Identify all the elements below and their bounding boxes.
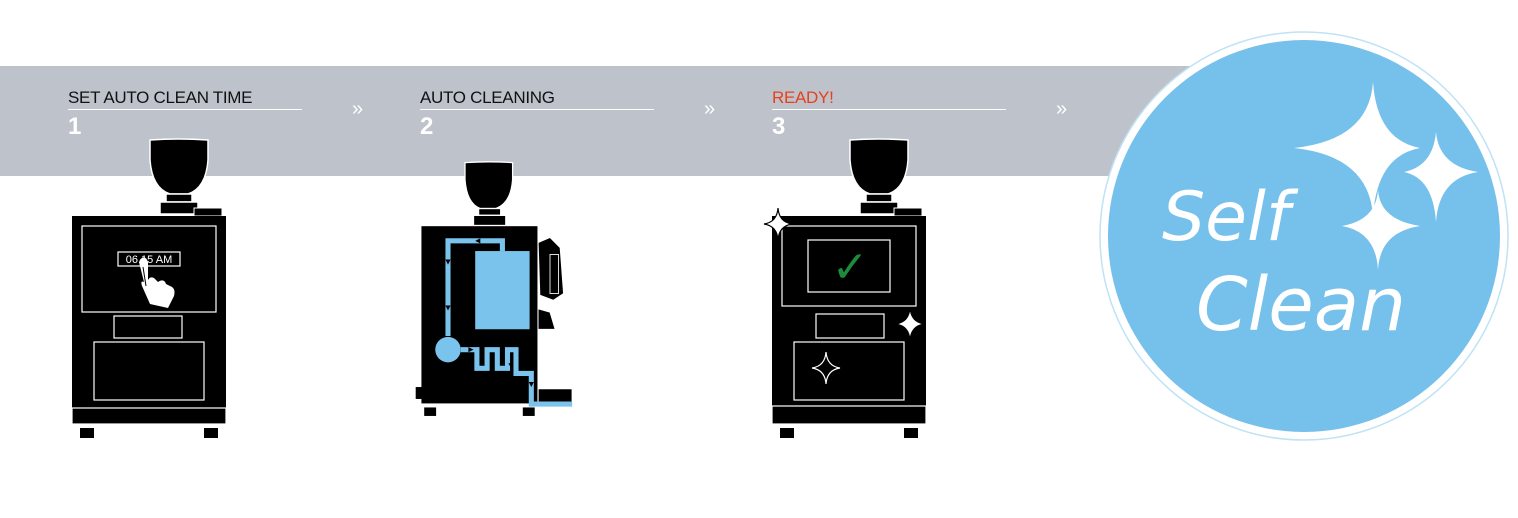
step-1: SET AUTO CLEAN TIME 1 (68, 88, 302, 140)
sparkle-icon (811, 351, 841, 385)
machine-side-cleaning (415, 161, 573, 416)
step-3-divider (772, 109, 1006, 110)
hand-pointer-icon (139, 257, 175, 308)
step-1-label: SET AUTO CLEAN TIME (68, 88, 253, 107)
machine-front-set-time: 06.15 AM (71, 138, 227, 438)
step-3-label: READY! (772, 88, 834, 107)
step-3: READY! 3 (772, 88, 1006, 140)
machine-front-ready: ✓ (763, 138, 927, 438)
check-icon: ✓ (832, 242, 869, 293)
sparkle-icon (1294, 82, 1478, 270)
step-2-number: 2 (420, 113, 434, 140)
step-2: AUTO CLEANING 2 (420, 88, 654, 140)
chevron-right-icon: » (704, 98, 715, 120)
step-3-number: 3 (772, 113, 786, 140)
step-2-label: AUTO CLEANING (420, 88, 555, 107)
sparkle-icon (763, 207, 793, 241)
badge-clean-text: Clean (1196, 262, 1407, 348)
step-1-divider (68, 109, 302, 110)
step-1-number: 1 (68, 113, 82, 140)
self-clean-badge: Self Clean (1098, 30, 1510, 442)
sparkle-icon (895, 307, 925, 341)
chevron-right-icon: » (1056, 98, 1067, 120)
badge-self-text: Self (1162, 178, 1290, 257)
chevron-right-icon: » (352, 98, 363, 120)
step-2-divider (420, 109, 654, 110)
time-display: 06.15 AM (126, 254, 172, 266)
